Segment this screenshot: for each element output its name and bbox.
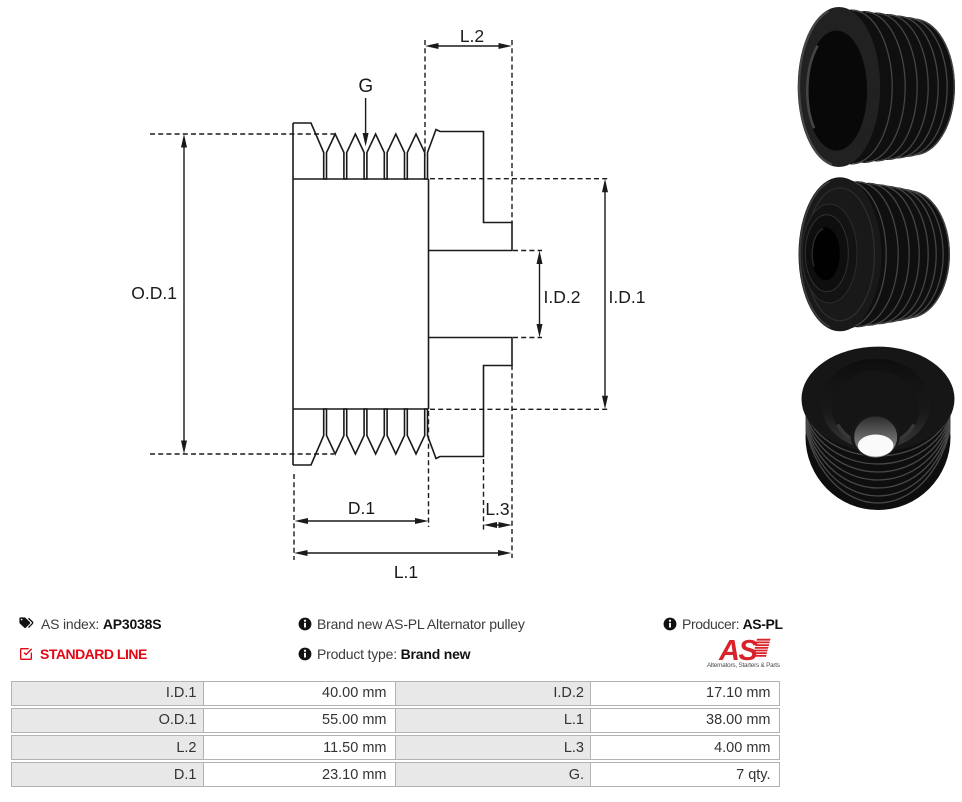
svg-text:L.1: L.1 — [394, 562, 418, 582]
svg-text:Alternators, Starters & Parts: Alternators, Starters & Parts — [707, 662, 780, 669]
svg-text:I.D.1: I.D.1 — [609, 287, 646, 307]
svg-text:AS: AS — [718, 636, 758, 667]
svg-text:D.1: D.1 — [348, 498, 375, 518]
svg-text:G: G — [358, 76, 373, 97]
svg-text:L.2: L.2 — [460, 26, 484, 46]
svg-text:I.D.2: I.D.2 — [544, 287, 581, 307]
svg-text:L.3: L.3 — [485, 499, 509, 519]
svg-text:O.D.1: O.D.1 — [131, 283, 177, 303]
